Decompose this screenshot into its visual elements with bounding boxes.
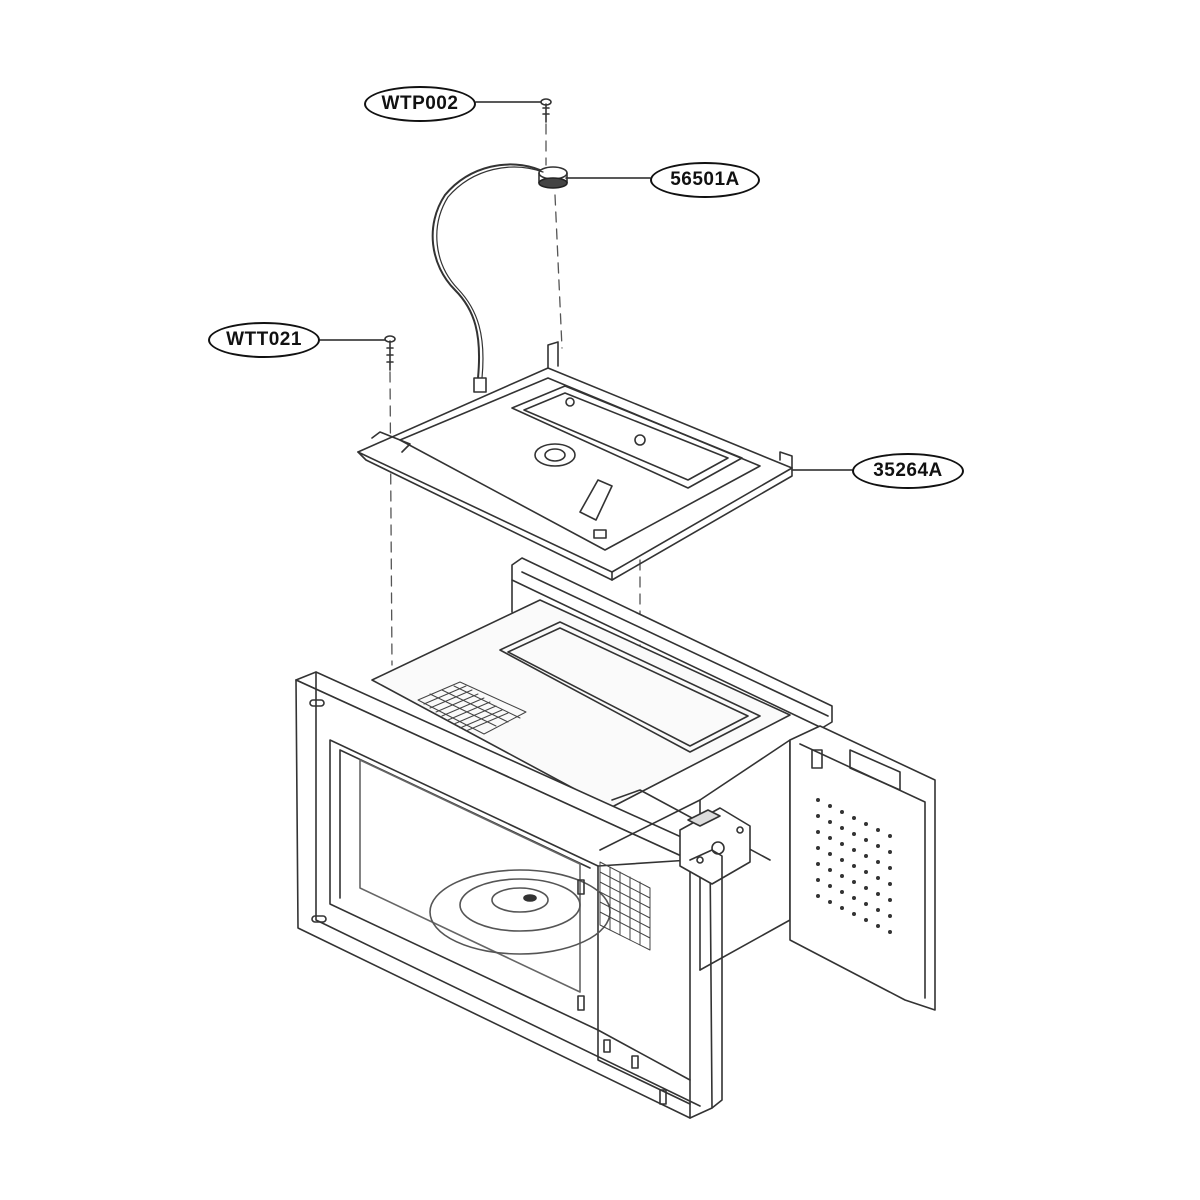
vent-mesh-side — [599, 861, 651, 951]
callout-56501a: 56501A — [650, 162, 760, 198]
turntable-motor — [679, 807, 751, 885]
cavity-chassis — [295, 557, 936, 1119]
screw-wtp002 — [540, 98, 552, 123]
vent-mesh-right — [816, 798, 892, 934]
vent-mesh-top — [417, 681, 527, 735]
thermostat-56501a — [431, 163, 568, 393]
upper-plate-35264a — [357, 341, 793, 581]
callout-35264a: 35264A — [852, 453, 964, 489]
screw-wtt021 — [384, 335, 396, 371]
leader-lines — [319, 101, 853, 471]
callout-wtt021: WTT021 — [208, 322, 320, 358]
callout-wtp002: WTP002 — [364, 86, 476, 122]
